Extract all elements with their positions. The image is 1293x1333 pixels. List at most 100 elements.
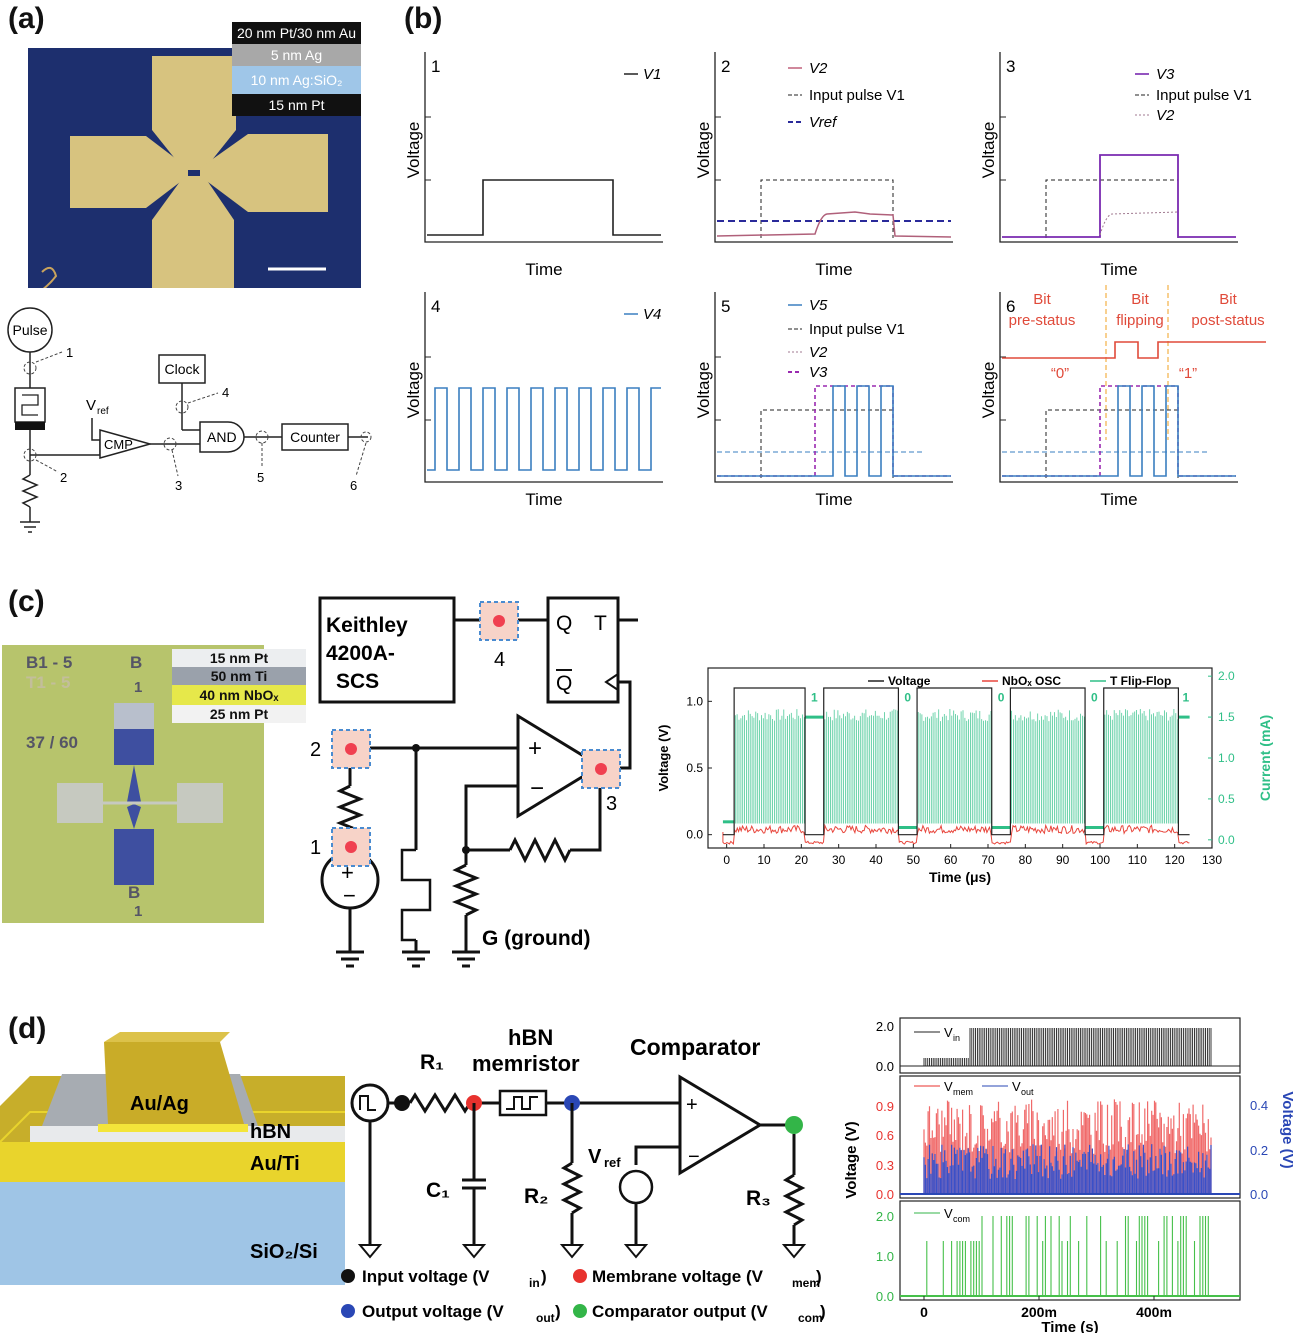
pulse-label: Pulse: [12, 322, 47, 338]
y-tick-label: 2.0: [876, 1209, 894, 1224]
svg-text:C₁: C₁: [426, 1179, 450, 1202]
y-axis-label: Voltage (V): [843, 1121, 860, 1198]
svg-text:Time: Time: [815, 260, 852, 279]
svg-text:post-status: post-status: [1191, 312, 1264, 329]
legend-label: V: [944, 1025, 953, 1040]
panel-label-c: (c): [8, 585, 45, 618]
svg-text:Comparator output (V: Comparator output (V: [592, 1302, 768, 1321]
trace-v1: [427, 179, 661, 236]
svg-text:Q: Q: [556, 672, 572, 695]
cross-electrode-image: [28, 48, 361, 306]
layer-sio2-si: SiO₂/Si: [250, 1241, 318, 1263]
y2-axis-label: Current (mA): [1257, 715, 1273, 801]
panel-label-d: (d): [8, 1012, 47, 1045]
svg-text:+: +: [528, 735, 542, 762]
svg-text:Time: Time: [525, 260, 562, 279]
y2-tick-label: 0.0: [1250, 1187, 1268, 1202]
y2-tick-label: 0.5: [1218, 792, 1235, 806]
svg-text:Voltage: Voltage: [694, 362, 713, 419]
flip-flop-block: [546, 596, 620, 704]
y-tick-label: 0.3: [876, 1158, 894, 1173]
y2-tick-label: 0.2: [1250, 1143, 1268, 1158]
svg-text:Bit: Bit: [1219, 291, 1237, 308]
svg-text:3: 3: [606, 793, 617, 815]
svg-text:Voltage: Voltage: [404, 362, 423, 419]
svg-text:Time: Time: [815, 490, 852, 509]
comparator-symbol: [678, 1074, 763, 1176]
r1-resistor: [408, 1092, 472, 1114]
state-label: 0: [904, 690, 911, 704]
cmp-symbol: [99, 429, 153, 459]
x-tick-label: 200m: [1021, 1304, 1057, 1320]
svg-text:Keithley: Keithley: [326, 614, 408, 637]
plot-b5: 5 V5 Input pulse V1 V2 V3 Voltage Time: [694, 292, 953, 509]
svg-text:3: 3: [175, 478, 182, 493]
svg-text:−: −: [530, 775, 544, 802]
svg-text:memristor: memristor: [472, 1051, 580, 1076]
svg-text:Input pulse V1: Input pulse V1: [809, 87, 905, 104]
svg-text:ref: ref: [97, 406, 109, 417]
state-label: 0: [1091, 690, 1098, 704]
clock-block: [158, 354, 206, 384]
resistor-symbol: [21, 474, 39, 508]
svg-text:V: V: [588, 1146, 602, 1168]
y-tick-label: 0.6: [876, 1128, 894, 1143]
cmp-label: CMP: [104, 437, 133, 452]
y2-tick-label: 1.5: [1218, 710, 1235, 724]
material-stack-a: 20 nm Pt/30 nm Au 5 nm Ag 10 nm Ag:SiO₂ …: [232, 22, 361, 116]
and-label: AND: [207, 429, 237, 445]
y-tick-label: 2.0: [876, 1019, 894, 1034]
svg-text:V2: V2: [809, 60, 828, 77]
svg-text:V5: V5: [809, 297, 828, 314]
clock-label: Clock: [164, 361, 200, 377]
svg-text:SCS: SCS: [336, 670, 379, 693]
svg-text:4: 4: [494, 649, 505, 671]
svg-text:T: T: [594, 612, 607, 635]
svg-text:V3: V3: [809, 364, 828, 381]
x-axis-label: Time (s): [1041, 1319, 1098, 1333]
plot-b3: 3 V3 Input pulse V1 V2 Voltage Time: [979, 52, 1252, 279]
legend-label: NbOₓ OSC: [1002, 674, 1061, 688]
keithley-block: [318, 596, 456, 704]
svg-text:R₁: R₁: [420, 1051, 444, 1074]
plot-b6: 6 Bit pre-status Bit flipping Bit post-s…: [979, 285, 1266, 509]
x-tick-label: 100: [1090, 853, 1110, 867]
series-voltage: [722, 687, 1190, 836]
svg-text:4: 4: [431, 297, 440, 316]
svg-text:Voltage: Voltage: [404, 122, 423, 179]
pulse-source-d: [350, 1083, 390, 1123]
y-tick-label: 0.5: [686, 761, 703, 775]
svg-text:): ): [555, 1302, 561, 1321]
svg-text:Voltage: Voltage: [979, 362, 998, 419]
state-label: 1: [811, 690, 818, 704]
svg-text:1: 1: [310, 837, 321, 859]
x-tick-label: 20: [795, 853, 809, 867]
x-tick-label: 130: [1202, 853, 1222, 867]
x-tick-label: 90: [1056, 853, 1070, 867]
svg-text:Input voltage (V: Input voltage (V: [362, 1267, 490, 1286]
svg-text:Bit: Bit: [1033, 291, 1051, 308]
legend-label: V: [944, 1206, 953, 1221]
x-tick-label: 80: [1019, 853, 1033, 867]
probe-markers: [331, 601, 621, 867]
lif-neuron-circuit: R₁ hBN memristor C₁ R₂ + − Comparator V …: [341, 1025, 826, 1325]
op-amp-symbol: [516, 713, 603, 819]
svg-text:Input pulse V1: Input pulse V1: [809, 321, 905, 338]
state-label: 0: [998, 690, 1005, 704]
svg-text:5: 5: [257, 470, 264, 485]
layer-au-ti: Au/Ti: [250, 1153, 300, 1175]
hbn-device-crosssection: Au/Ag hBN Au/Ti SiO₂/Si: [0, 1032, 345, 1285]
svg-text:): ): [541, 1267, 547, 1286]
svg-text:2: 2: [60, 470, 67, 485]
panel-label-a: (a): [8, 2, 45, 35]
x-tick-label: 50: [907, 853, 921, 867]
y2-tick-label: 0.0: [1218, 833, 1235, 847]
x-tick-label: 400m: [1136, 1304, 1172, 1320]
legend-label: out: [1021, 1087, 1034, 1097]
y-axis-label: Voltage (V): [656, 725, 671, 792]
svg-text:Voltage: Voltage: [694, 122, 713, 179]
svg-text:G (ground): G (ground): [482, 927, 590, 950]
state-label: 1: [1183, 690, 1190, 704]
svg-text:V4: V4: [643, 306, 661, 323]
svg-text:out: out: [536, 1311, 555, 1325]
